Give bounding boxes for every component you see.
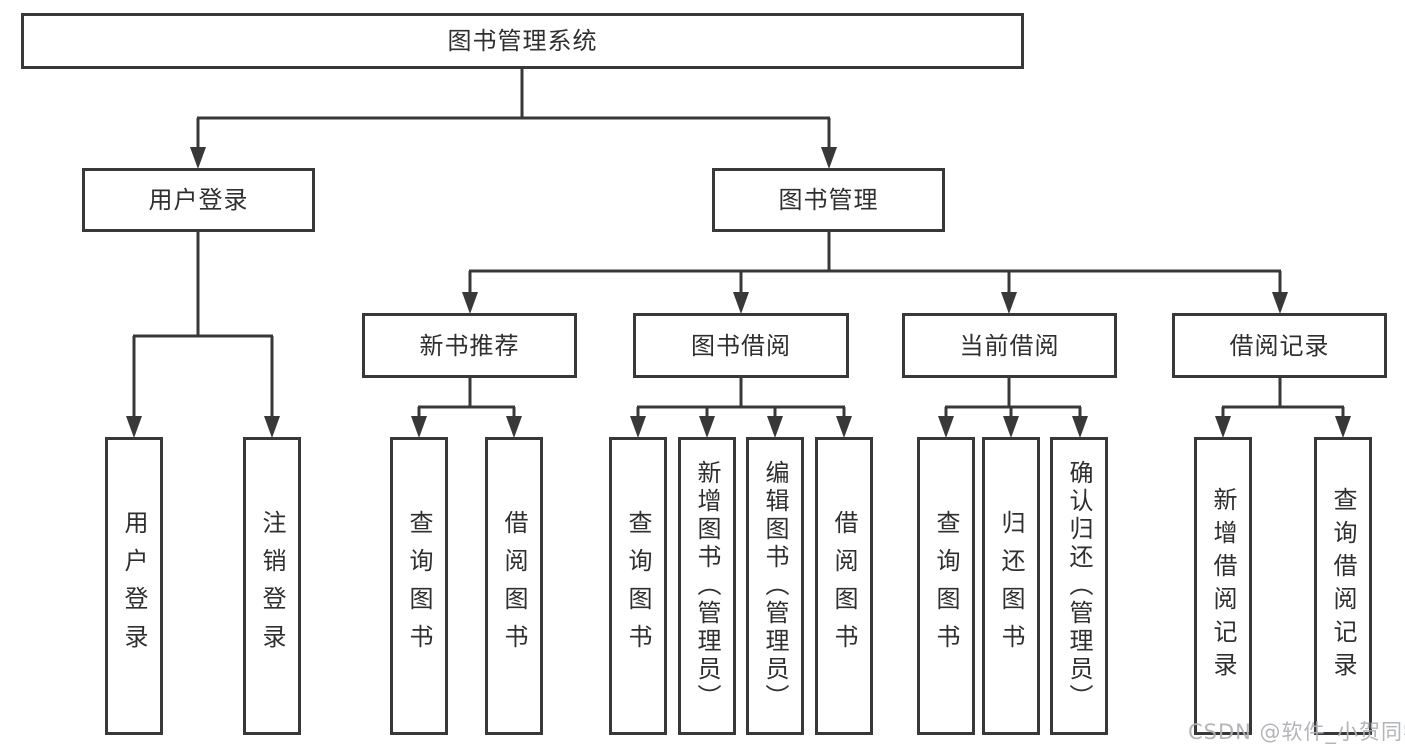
leaf-current-return-books: 归还图书 <box>982 437 1040 735</box>
node-book-management: 图书管理 <box>712 168 945 232</box>
node-book-borrow-label: 图书借阅 <box>691 331 791 360</box>
node-user-login: 用户登录 <box>82 168 315 232</box>
node-borrow-records: 借阅记录 <box>1172 313 1387 378</box>
node-current-borrow: 当前借阅 <box>902 313 1117 378</box>
leaf-borrow-query-books-label: 查询图书 <box>624 510 652 662</box>
leaf-borrow-query-books: 查询图书 <box>609 437 667 735</box>
connector-current-to-leaves <box>944 378 1082 419</box>
connector-root-to-level2 <box>196 69 831 150</box>
leaf-borrow-edit-books-admin-label: 编辑图书（管理员） <box>761 460 789 712</box>
node-user-login-label: 用户登录 <box>148 186 249 214</box>
leaf-user-login-label: 用户登录 <box>120 510 148 662</box>
leaf-user-login: 用户登录 <box>105 437 163 735</box>
leaf-logout-label: 注销登录 <box>258 510 286 662</box>
node-root-system: 图书管理系统 <box>21 13 1024 69</box>
connector-book-mgmt-to-sections <box>468 232 1282 295</box>
leaf-borrow-borrow-books: 借阅图书 <box>815 437 873 735</box>
leaf-newbook-borrow-books-label: 借阅图书 <box>500 510 528 662</box>
leaf-borrow-borrow-books-label: 借阅图书 <box>830 510 858 662</box>
leaf-borrow-add-books-admin: 新增图书（管理员） <box>678 437 736 735</box>
node-root-system-label: 图书管理系统 <box>447 27 598 55</box>
node-book-management-label: 图书管理 <box>778 186 879 214</box>
leaf-borrow-edit-books-admin: 编辑图书（管理员） <box>746 437 804 735</box>
connector-new-book-to-leaves <box>417 378 516 419</box>
leaf-records-query-record-label: 查询借阅记录 <box>1329 487 1357 685</box>
leaf-current-query-books-label: 查询图书 <box>932 510 960 662</box>
node-borrow-records-label: 借阅记录 <box>1229 331 1330 360</box>
node-new-book-recommend-label: 新书推荐 <box>419 331 520 360</box>
arrowheads <box>126 147 1351 438</box>
leaf-newbook-borrow-books: 借阅图书 <box>485 437 543 735</box>
leaf-current-confirm-return-admin: 确认归还（管理员） <box>1050 437 1108 735</box>
csdn-watermark: CSDN @软件_小贺同学 <box>1188 720 1405 744</box>
node-current-borrow-label: 当前借阅 <box>959 331 1060 360</box>
leaf-current-return-books-label: 归还图书 <box>997 510 1025 662</box>
leaf-records-add-record-label: 新增借阅记录 <box>1209 487 1237 685</box>
connector-user-login-to-leaves <box>132 232 274 419</box>
leaf-current-query-books: 查询图书 <box>917 437 975 735</box>
leaf-borrow-add-books-admin-label: 新增图书（管理员） <box>693 460 721 712</box>
leaf-current-confirm-return-admin-label: 确认归还（管理员） <box>1065 460 1093 712</box>
connector-borrow-to-leaves <box>636 378 846 419</box>
leaf-records-query-record: 查询借阅记录 <box>1314 437 1372 735</box>
leaf-logout: 注销登录 <box>243 437 301 735</box>
node-new-book-recommend: 新书推荐 <box>362 313 577 378</box>
node-book-borrow: 图书借阅 <box>633 313 849 378</box>
leaf-newbook-query-books-label: 查询图书 <box>405 510 433 662</box>
leaf-newbook-query-books: 查询图书 <box>390 437 448 735</box>
leaf-records-add-record: 新增借阅记录 <box>1194 437 1252 735</box>
connector-records-to-leaves <box>1221 378 1345 419</box>
